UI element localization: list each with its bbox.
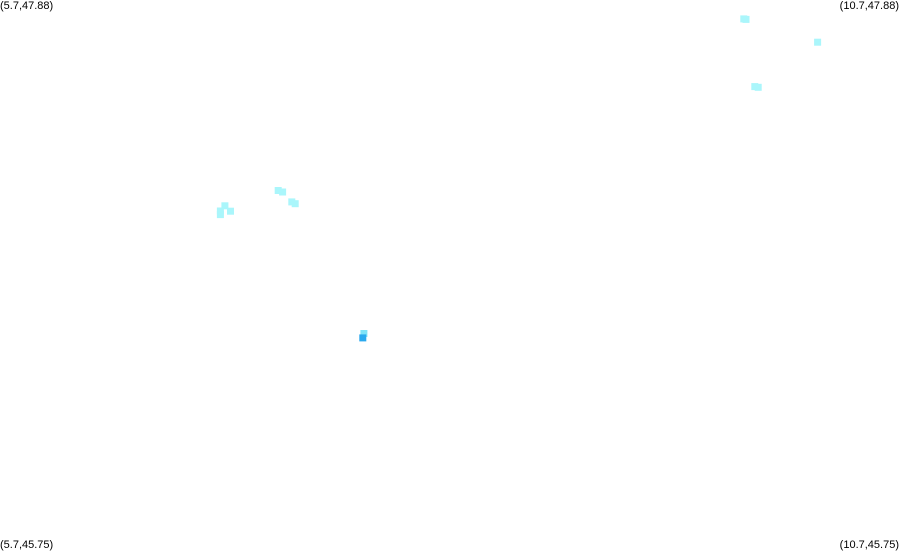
raster-cell-2 [814, 38, 822, 46]
corner-coordinate-top-left: (5.7,47.88) [0, 0, 54, 12]
raster-cell-1 [742, 15, 750, 23]
raster-cell-9 [221, 202, 229, 210]
raster-cells-layer [216, 15, 822, 342]
corner-coordinate-bottom-left: (5.7,45.75) [0, 539, 54, 551]
raster-cell-4 [754, 83, 762, 91]
raster-cell-11 [227, 207, 234, 215]
corner-coordinate-top-right: (10.7,47.88) [839, 0, 899, 12]
raster-cell-12 [216, 211, 224, 219]
raster-cell-13 [360, 330, 368, 337]
corner-coordinate-bottom-right: (10.7,45.75) [839, 539, 899, 551]
raster-cell-10 [216, 207, 224, 215]
raster-cell-5 [274, 187, 282, 194]
raster-cell-14 [359, 334, 367, 342]
raster-cell-6 [279, 188, 287, 196]
raster-cell-8 [291, 200, 299, 208]
